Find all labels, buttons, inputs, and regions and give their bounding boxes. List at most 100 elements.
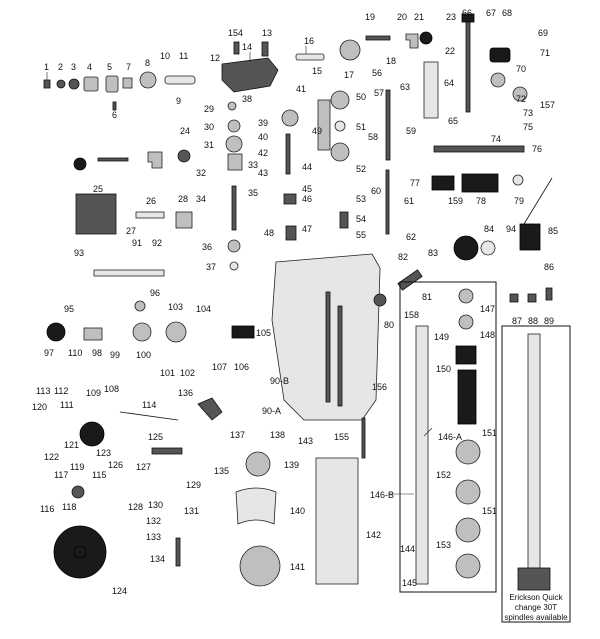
callout-67: 67 [486, 8, 496, 18]
part-30 [227, 119, 241, 133]
callout-35: 35 [248, 188, 258, 198]
callout-41: 41 [296, 84, 306, 94]
part-147 [458, 288, 474, 304]
part-51 [334, 120, 346, 132]
callout-80: 80 [384, 320, 394, 330]
callout-4: 4 [87, 62, 92, 72]
callout-90a: 90-A [262, 406, 281, 416]
callout-63: 63 [400, 82, 410, 92]
callout-155: 155 [334, 432, 349, 442]
part-7 [122, 77, 133, 89]
note-line-1: Erickson Quick [509, 593, 563, 602]
callout-126: 126 [108, 460, 123, 470]
callout-12: 12 [210, 53, 220, 63]
callout-13: 13 [262, 28, 272, 38]
callout-115: 115 [92, 470, 106, 480]
part-21 [405, 33, 419, 49]
part-48 [285, 225, 297, 241]
callout-78: 78 [476, 196, 486, 206]
callout-112: 112 [54, 386, 68, 396]
callout-110: 110 [68, 348, 82, 358]
callout-16: 16 [304, 36, 314, 46]
part-93-shaft [93, 269, 165, 277]
part-54 [339, 211, 349, 229]
callout-113: 113 [36, 386, 50, 396]
callout-72: 72 [516, 94, 526, 104]
part-1 [43, 79, 51, 89]
callout-141: 141 [290, 562, 305, 572]
part-4 [83, 76, 99, 92]
part-2 [56, 79, 66, 89]
erickson-spindle [527, 333, 541, 569]
part-87 [509, 293, 519, 303]
part-150 [457, 369, 477, 425]
part-70 [489, 47, 511, 63]
callout-9: 9 [176, 96, 181, 106]
callout-103: 103 [168, 302, 183, 312]
callout-20: 20 [397, 12, 407, 22]
callout-3: 3 [71, 62, 76, 72]
callout-22: 22 [445, 46, 455, 56]
part-100 [132, 322, 152, 342]
callout-60: 60 [371, 186, 381, 196]
callout-62: 62 [406, 232, 416, 242]
part-142-sleeve [315, 457, 359, 585]
part-28 [175, 211, 193, 229]
part-66-cap [461, 13, 475, 23]
part-141 [239, 545, 281, 587]
callout-140: 140 [290, 506, 305, 516]
note-line-2: change 30T [515, 603, 557, 612]
callout-124: 124 [112, 586, 127, 596]
callout-93: 93 [74, 248, 84, 258]
part-124-hub [73, 545, 87, 559]
callout-86: 86 [544, 262, 554, 272]
part-63-plate [423, 61, 439, 119]
callout-labels: 1 2 3 4 5 6 7 8 9 10 11 12 13 14 15 16 1… [32, 8, 558, 596]
callout-10: 10 [160, 51, 170, 61]
part-114 [119, 411, 179, 421]
part-139 [245, 451, 271, 477]
callout-42: 42 [258, 148, 268, 158]
callout-49: 49 [312, 126, 322, 136]
callout-30: 30 [204, 122, 214, 132]
callout-130: 130 [148, 500, 163, 510]
callout-47: 47 [302, 224, 312, 234]
part-81 [397, 269, 423, 291]
callout-151: 151 [482, 428, 497, 438]
part-29 [227, 101, 237, 111]
callout-55: 55 [356, 230, 366, 240]
part-46 [283, 193, 297, 205]
part-83-hub [453, 235, 479, 261]
callout-104: 104 [196, 304, 211, 314]
callout-14: 14 [242, 42, 252, 52]
callout-92: 92 [152, 238, 162, 248]
part-23b-knob [73, 157, 87, 171]
callout-145: 145 [402, 578, 417, 588]
callout-129: 129 [186, 480, 201, 490]
callout-53: 53 [356, 194, 366, 204]
part-72 [490, 72, 506, 88]
callout-19: 19 [365, 12, 375, 22]
callout-46: 46 [302, 194, 312, 204]
callout-143: 143 [298, 436, 313, 446]
callout-11: 11 [179, 51, 188, 61]
part-136 [197, 397, 223, 421]
callout-117: 117 [54, 470, 68, 480]
part-103 [165, 321, 187, 343]
callout-57: 57 [374, 88, 384, 98]
part-16-shaft [295, 53, 325, 61]
callout-61: 61 [404, 196, 414, 206]
part-19b [97, 157, 129, 162]
part-155 [361, 417, 366, 459]
part-50a-gear [330, 90, 350, 110]
callout-150: 150 [436, 364, 451, 374]
callout-82: 82 [398, 252, 408, 262]
callout-23: 23 [446, 12, 456, 22]
part-49 [317, 99, 331, 151]
callout-7: 7 [126, 62, 131, 72]
part-6 [112, 101, 117, 111]
part-134 [175, 537, 181, 567]
callout-121: 121 [64, 440, 79, 450]
part-36 [227, 239, 241, 253]
